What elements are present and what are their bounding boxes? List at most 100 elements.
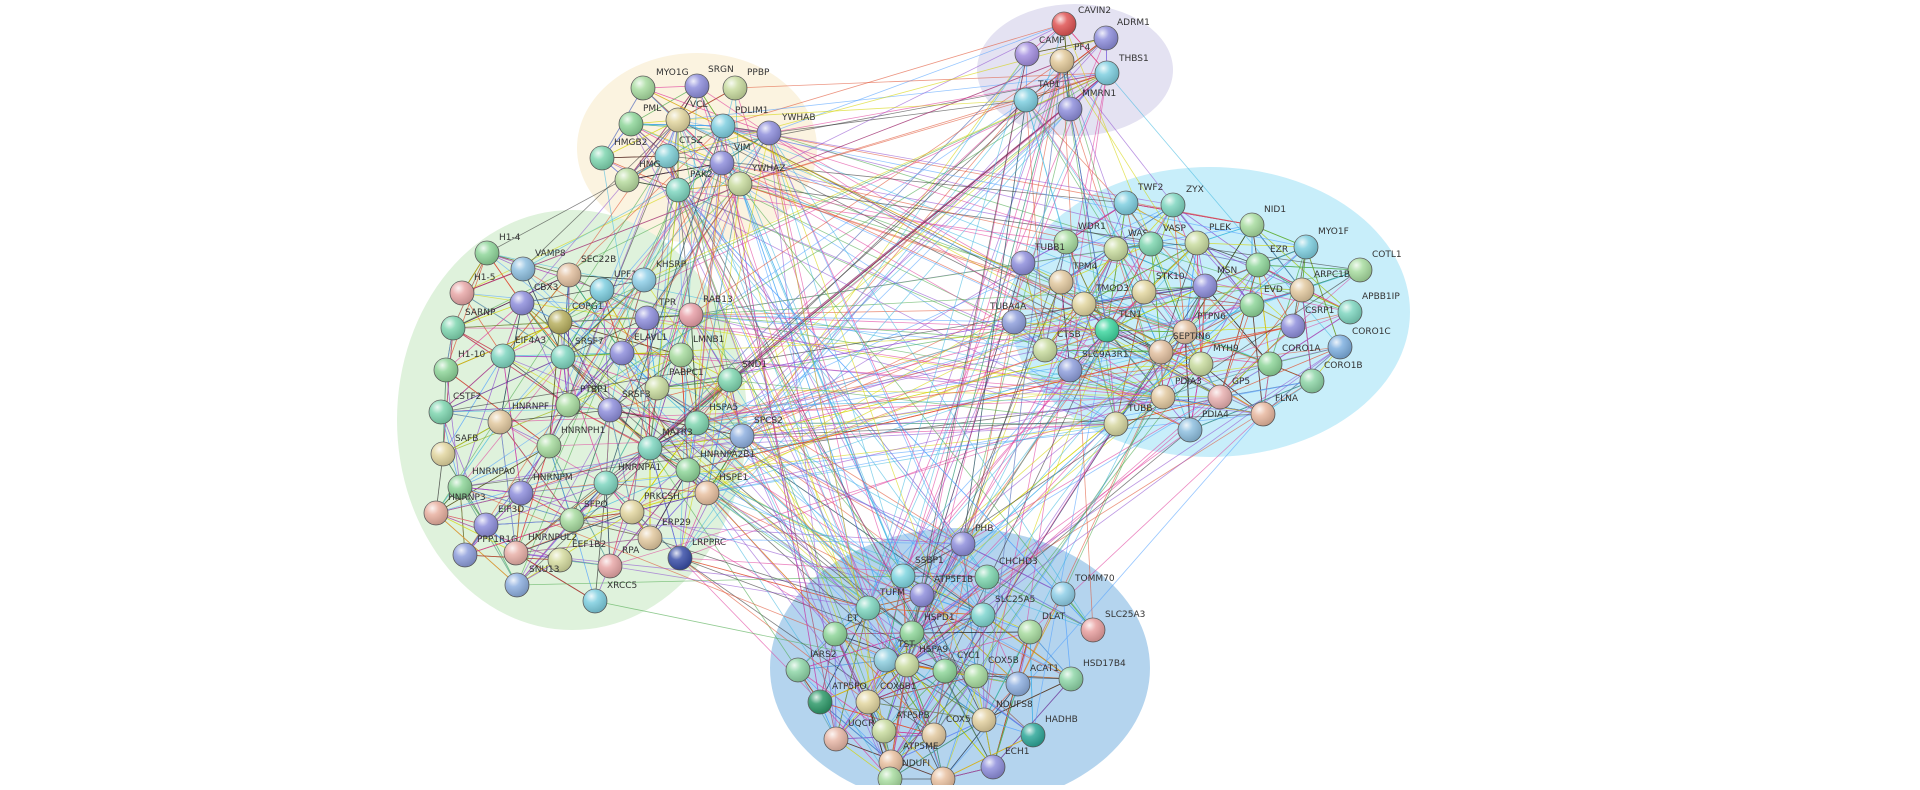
node-thbs1[interactable]: THBS1 [1094, 54, 1149, 86]
node-hnrnpul2[interactable]: HNRNPUL2 [503, 533, 577, 566]
node-hnrnp3[interactable]: HNRNP3 [423, 493, 486, 526]
node-ech1[interactable]: ECH1 [980, 747, 1029, 780]
node-hspa5[interactable]: HSPA5 [684, 403, 738, 436]
node-cotl1[interactable]: COTL1 [1347, 250, 1402, 283]
node-srsf3[interactable]: SRSF3 [597, 390, 651, 423]
node-atp5f1b[interactable]: ATP5F1B [909, 575, 973, 608]
node-vamp8[interactable]: VAMP8 [510, 249, 566, 282]
node-zyx[interactable]: ZYX [1160, 185, 1204, 218]
node-hnrnpm[interactable]: HNRNPM [508, 473, 573, 506]
node-cox5b[interactable]: COX5B [963, 656, 1019, 689]
node-elavl1[interactable]: ELAVL1 [609, 333, 667, 366]
node-vim[interactable]: VIM [709, 143, 751, 176]
node-acat1[interactable]: ACAT1 [1005, 664, 1059, 697]
node-srgn[interactable]: SRGN [684, 65, 734, 99]
node-hnrnpf[interactable]: HNRNPF [487, 402, 549, 435]
node-tpr[interactable]: TPR [634, 298, 676, 331]
node-hnrnpa1[interactable]: HNRNPA1 [593, 463, 661, 496]
node-hnrnpa2b1[interactable]: HNRNPA2B1 [675, 450, 755, 483]
node-atp5po[interactable]: ATP5PO [807, 682, 867, 715]
node-was[interactable]: WAS [1103, 229, 1149, 262]
node-pabpc1[interactable]: PABPC1 [644, 368, 704, 401]
node-ppp1r1g[interactable]: PPP1R1G [452, 535, 518, 568]
node-ctsb[interactable]: CTSB [1032, 330, 1081, 363]
node-sarnp[interactable]: SARNP [440, 308, 496, 341]
node-coro1b[interactable]: CORO1B [1299, 361, 1363, 394]
node-cox5a[interactable]: COX5 [921, 715, 971, 748]
node-hmg[interactable]: HMG [614, 160, 661, 193]
node-pdia3[interactable]: PDIA3 [1150, 377, 1202, 410]
node-cox6b1[interactable]: COX6B1 [855, 682, 917, 715]
node-tomm70[interactable]: TOMM70 [1050, 574, 1115, 607]
node-eif3d[interactable]: EIF3D [473, 505, 524, 538]
node-cyc1[interactable]: CYC1 [932, 651, 980, 684]
node-atp5mg[interactable] [930, 766, 956, 790]
node-hnrnph1[interactable]: HNRNPH1 [536, 426, 605, 459]
node-srsf7[interactable]: SRSF7 [550, 337, 604, 370]
node-h1-4[interactable]: H1-4 [474, 233, 521, 266]
node-vasp[interactable]: VASP [1138, 224, 1186, 257]
node-matr3[interactable]: MATR3 [637, 428, 693, 461]
node-uqcrc[interactable]: UQCR [823, 719, 874, 752]
node-cbx3[interactable]: CBX3 [509, 283, 558, 316]
node-wdr1[interactable]: WDR1 [1053, 222, 1106, 255]
node-tpm4[interactable]: TPM4 [1048, 262, 1098, 295]
node-eef1b2[interactable]: EEF1B2 [547, 540, 606, 573]
node-pak2[interactable]: PAK2 [665, 170, 713, 203]
node-etfa[interactable]: ET [822, 614, 859, 647]
node-h1-5[interactable]: H1-5 [449, 273, 495, 306]
node-ndufs8[interactable]: NDUFS8 [971, 700, 1033, 733]
node-spcs2[interactable]: SPCS2 [729, 416, 783, 449]
node-adrm1[interactable]: ADRM1 [1093, 18, 1150, 51]
node-vcl[interactable]: VCL [665, 100, 707, 133]
node-ezr[interactable]: EZR [1245, 245, 1288, 278]
node-ptpn6[interactable]: PTPN6 [1172, 312, 1226, 345]
node-coro1c[interactable]: CORO1C [1327, 327, 1391, 360]
node-arpc1b[interactable]: ARPC1B [1289, 270, 1350, 303]
node-tmod3[interactable]: TMOD3 [1071, 284, 1129, 317]
node-csrp1[interactable]: CSRP1 [1280, 306, 1334, 339]
node-msn[interactable]: MSN [1192, 266, 1237, 299]
node-snu13[interactable]: SNU13 [504, 565, 560, 598]
node-gp5[interactable]: GP5 [1207, 377, 1250, 410]
node-ctsz[interactable]: CTSZ [654, 136, 703, 169]
node-phb[interactable]: PHB [950, 524, 993, 557]
node-hnrnpa0[interactable]: HNRNPA0 [447, 467, 515, 500]
node-slc25a5[interactable]: SLC25A5 [970, 595, 1035, 628]
node-tuba4a[interactable]: TUBA4A [989, 302, 1027, 335]
node-pdia4[interactable]: PDIA4 [1177, 410, 1229, 443]
node-pf4[interactable]: PF4 [1049, 43, 1091, 74]
node-tap1[interactable]: TAP1 [1013, 80, 1060, 113]
node-atp5pb[interactable]: ATP5PB [871, 711, 930, 744]
node-lmnb1[interactable]: LMNB1 [668, 335, 724, 368]
node-septin6[interactable]: SEPTIN6 [1148, 332, 1211, 365]
node-hspe1[interactable]: HSPE1 [694, 473, 748, 506]
node-mmrn1[interactable]: MMRN1 [1057, 89, 1116, 122]
node-ywhab[interactable]: YWHAB [756, 113, 816, 146]
node-lrpprc[interactable]: LRPPRC [667, 538, 726, 571]
node-xrcc5[interactable]: XRCC5 [582, 581, 637, 614]
node-rab13[interactable]: RAB13 [678, 295, 733, 328]
node-hspa9[interactable]: HSPA9 [894, 645, 948, 678]
node-myo1g[interactable]: MYO1G [630, 68, 689, 101]
node-iars2[interactable]: IARS2 [785, 650, 837, 683]
node-twf2[interactable]: TWF2 [1113, 183, 1163, 216]
node-chchd3[interactable]: CHCHD3 [974, 557, 1038, 590]
node-cavin2[interactable]: CAVIN2 [1051, 6, 1111, 37]
node-dlat[interactable]: DLAT [1017, 612, 1066, 645]
node-stk10[interactable]: STK10 [1131, 272, 1185, 305]
node-ppbp[interactable]: PPBP [722, 68, 770, 101]
node-apbb1ip[interactable]: APBB1IP [1337, 292, 1400, 325]
node-eif4a3[interactable]: EIF4A3 [490, 336, 546, 369]
node-prkcsh[interactable]: PRKCSH [619, 492, 680, 525]
node-cstf2[interactable]: CSTF2 [428, 392, 481, 425]
node-tln1[interactable]: TLN1 [1094, 310, 1142, 343]
node-h1-10[interactable]: H1-10 [433, 350, 485, 383]
node-erp29[interactable]: ERP29 [637, 518, 691, 551]
node-nid1[interactable]: NID1 [1239, 205, 1286, 238]
node-flna[interactable]: FLNA [1250, 394, 1299, 427]
node-upf1[interactable]: UPF1 [589, 270, 637, 303]
node-snd1[interactable]: SND1 [717, 360, 767, 393]
node-hsd17b4[interactable]: HSD17B4 [1058, 659, 1126, 692]
node-rpa1[interactable]: RPA [597, 546, 640, 579]
